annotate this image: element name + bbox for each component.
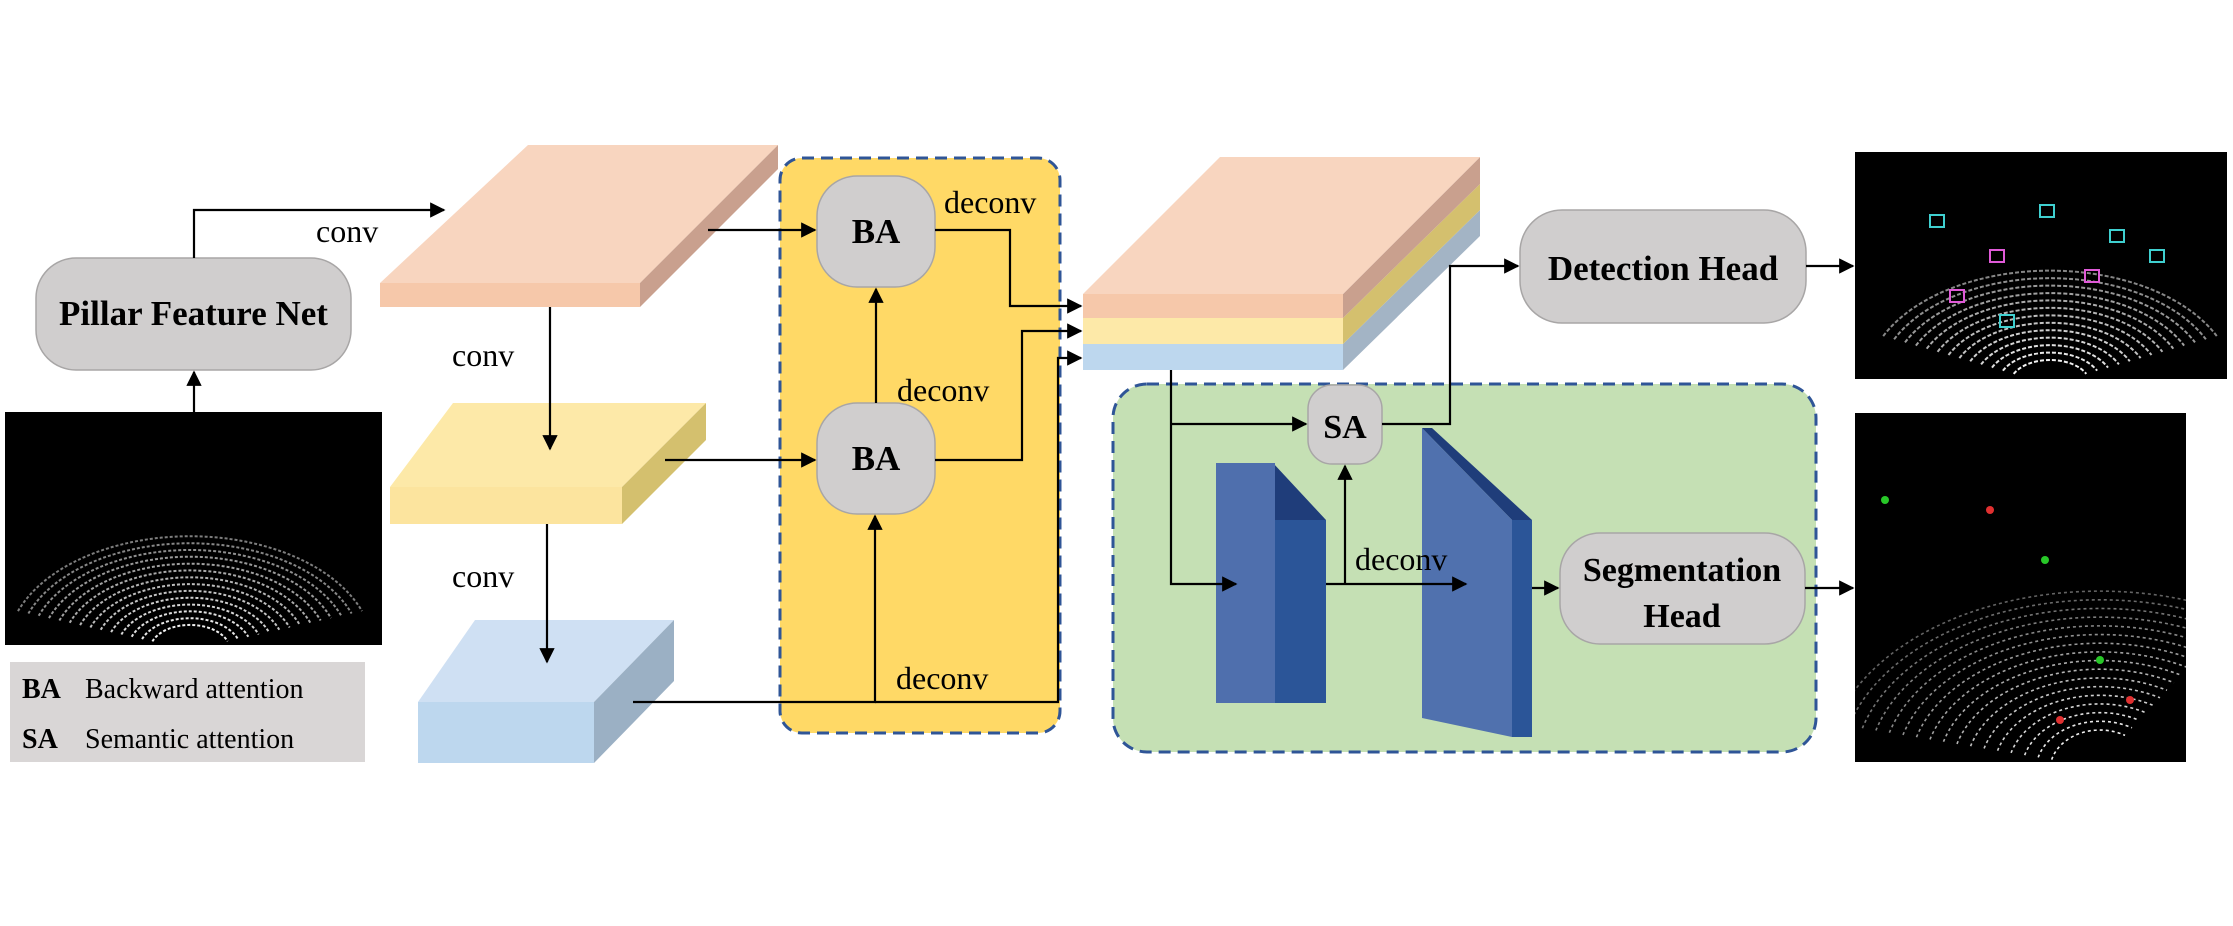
segmentation-head-node: Segmentation Head bbox=[1559, 532, 1806, 645]
point-cloud-ring bbox=[1861, 607, 2224, 729]
point-cloud-ring bbox=[120, 603, 260, 636]
point-cloud-ring bbox=[1848, 599, 2231, 727]
detection-box bbox=[2149, 249, 2165, 263]
deconv-label-seg: deconv bbox=[1355, 541, 1447, 577]
point-cloud-ring bbox=[99, 589, 281, 631]
legend-abbr-sa: SA bbox=[22, 724, 59, 755]
ba-top-label: BA bbox=[852, 212, 901, 251]
point-cloud-ring bbox=[48, 555, 332, 619]
point-cloud-ring bbox=[79, 576, 301, 626]
point-cloud-ring bbox=[2037, 720, 2133, 758]
point-cloud-ring bbox=[1915, 292, 2185, 347]
detection-head-node: Detection Head bbox=[1519, 209, 1807, 324]
detection-box bbox=[2109, 229, 2125, 243]
conv-label-top: conv bbox=[316, 213, 378, 249]
legend: BA Backward attention SA Semantic attent… bbox=[10, 662, 365, 762]
conv-label-low: conv bbox=[452, 558, 514, 594]
detection-box bbox=[1999, 314, 2015, 328]
segmentation-head-label-line1: Segmentation bbox=[1583, 552, 1781, 589]
legend-text-ba: Backward attention bbox=[85, 674, 303, 705]
feature-map-1 bbox=[380, 145, 778, 307]
deconv-label-mid: deconv bbox=[897, 372, 989, 408]
feature-map-2 bbox=[390, 403, 706, 524]
point-cloud-ring bbox=[2002, 351, 2098, 372]
point-cloud-ring bbox=[17, 535, 363, 612]
segmentation-point bbox=[2126, 696, 2134, 704]
ba-mid-label: BA bbox=[852, 439, 901, 478]
point-cloud-ring bbox=[1958, 321, 2142, 359]
point-cloud-ring bbox=[1888, 625, 2210, 734]
point-cloud-ring bbox=[110, 596, 270, 633]
point-cloud-ring bbox=[68, 569, 312, 624]
point-cloud-ring bbox=[151, 623, 229, 642]
fused-feature-map-stack bbox=[1083, 157, 1480, 370]
point-cloud-ring bbox=[2023, 711, 2140, 756]
point-cloud-ring bbox=[2012, 358, 2088, 375]
point-cloud-ring bbox=[141, 617, 239, 640]
sa-node: SA bbox=[1307, 384, 1383, 465]
point-cloud-ring bbox=[58, 562, 322, 622]
pillar-feature-net-label: Pillar Feature Net bbox=[59, 294, 328, 333]
point-cloud-ring bbox=[1834, 590, 2233, 725]
segmentation-point bbox=[1986, 506, 1994, 514]
detection-box bbox=[1929, 214, 1945, 228]
detection-box bbox=[2084, 269, 2100, 283]
deconv-label-top: deconv bbox=[944, 184, 1036, 220]
detection-head-label: Detection Head bbox=[1548, 249, 1779, 288]
ba-node-mid: BA bbox=[816, 402, 936, 515]
segmentation-head-label-line2: Head bbox=[1643, 598, 1721, 635]
input-point-cloud-image bbox=[5, 412, 382, 645]
deconv-label-low: deconv bbox=[896, 660, 988, 696]
point-cloud-ring bbox=[27, 542, 353, 615]
detection-box bbox=[1949, 289, 1965, 303]
point-cloud-ring bbox=[2050, 729, 2126, 760]
point-cloud-ring bbox=[1942, 659, 2182, 742]
point-cloud-ring bbox=[1929, 651, 2189, 740]
conv-label-mid: conv bbox=[452, 337, 514, 373]
pillar-feature-net-node: Pillar Feature Net bbox=[35, 257, 352, 371]
point-cloud-ring bbox=[37, 548, 343, 617]
point-cloud-ring bbox=[1980, 336, 2120, 366]
segmentation-point bbox=[2096, 656, 2104, 664]
point-cloud-ring bbox=[1991, 344, 2109, 369]
sa-label: SA bbox=[1323, 409, 1367, 446]
edges bbox=[186, 202, 1855, 704]
point-cloud-ring bbox=[2010, 703, 2147, 754]
point-cloud-ring bbox=[1983, 685, 2161, 749]
segmentation-output-image bbox=[1834, 413, 2233, 762]
point-cloud-ring bbox=[1893, 277, 2207, 340]
seg-feature-block-1 bbox=[1216, 463, 1326, 703]
point-cloud-ring bbox=[1969, 329, 2131, 362]
point-cloud-ring bbox=[1936, 306, 2164, 353]
segmentation-point bbox=[2056, 716, 2064, 724]
point-cloud-ring bbox=[1875, 616, 2217, 731]
point-cloud-ring bbox=[130, 610, 250, 638]
point-cloud-ring bbox=[1947, 314, 2153, 356]
segmentation-point bbox=[1881, 496, 1889, 504]
legend-abbr-ba: BA bbox=[22, 674, 62, 705]
point-cloud-ring bbox=[1969, 677, 2168, 747]
segmentation-point bbox=[2041, 556, 2049, 564]
legend-text-sa: Semantic attention bbox=[85, 724, 294, 755]
point-cloud-ring bbox=[89, 583, 291, 629]
detection-box bbox=[2039, 204, 2055, 218]
ba-node-top: BA bbox=[816, 175, 936, 288]
detection-output-image bbox=[1855, 152, 2227, 379]
point-cloud-ring bbox=[1915, 642, 2196, 738]
detection-box bbox=[1989, 249, 2005, 263]
